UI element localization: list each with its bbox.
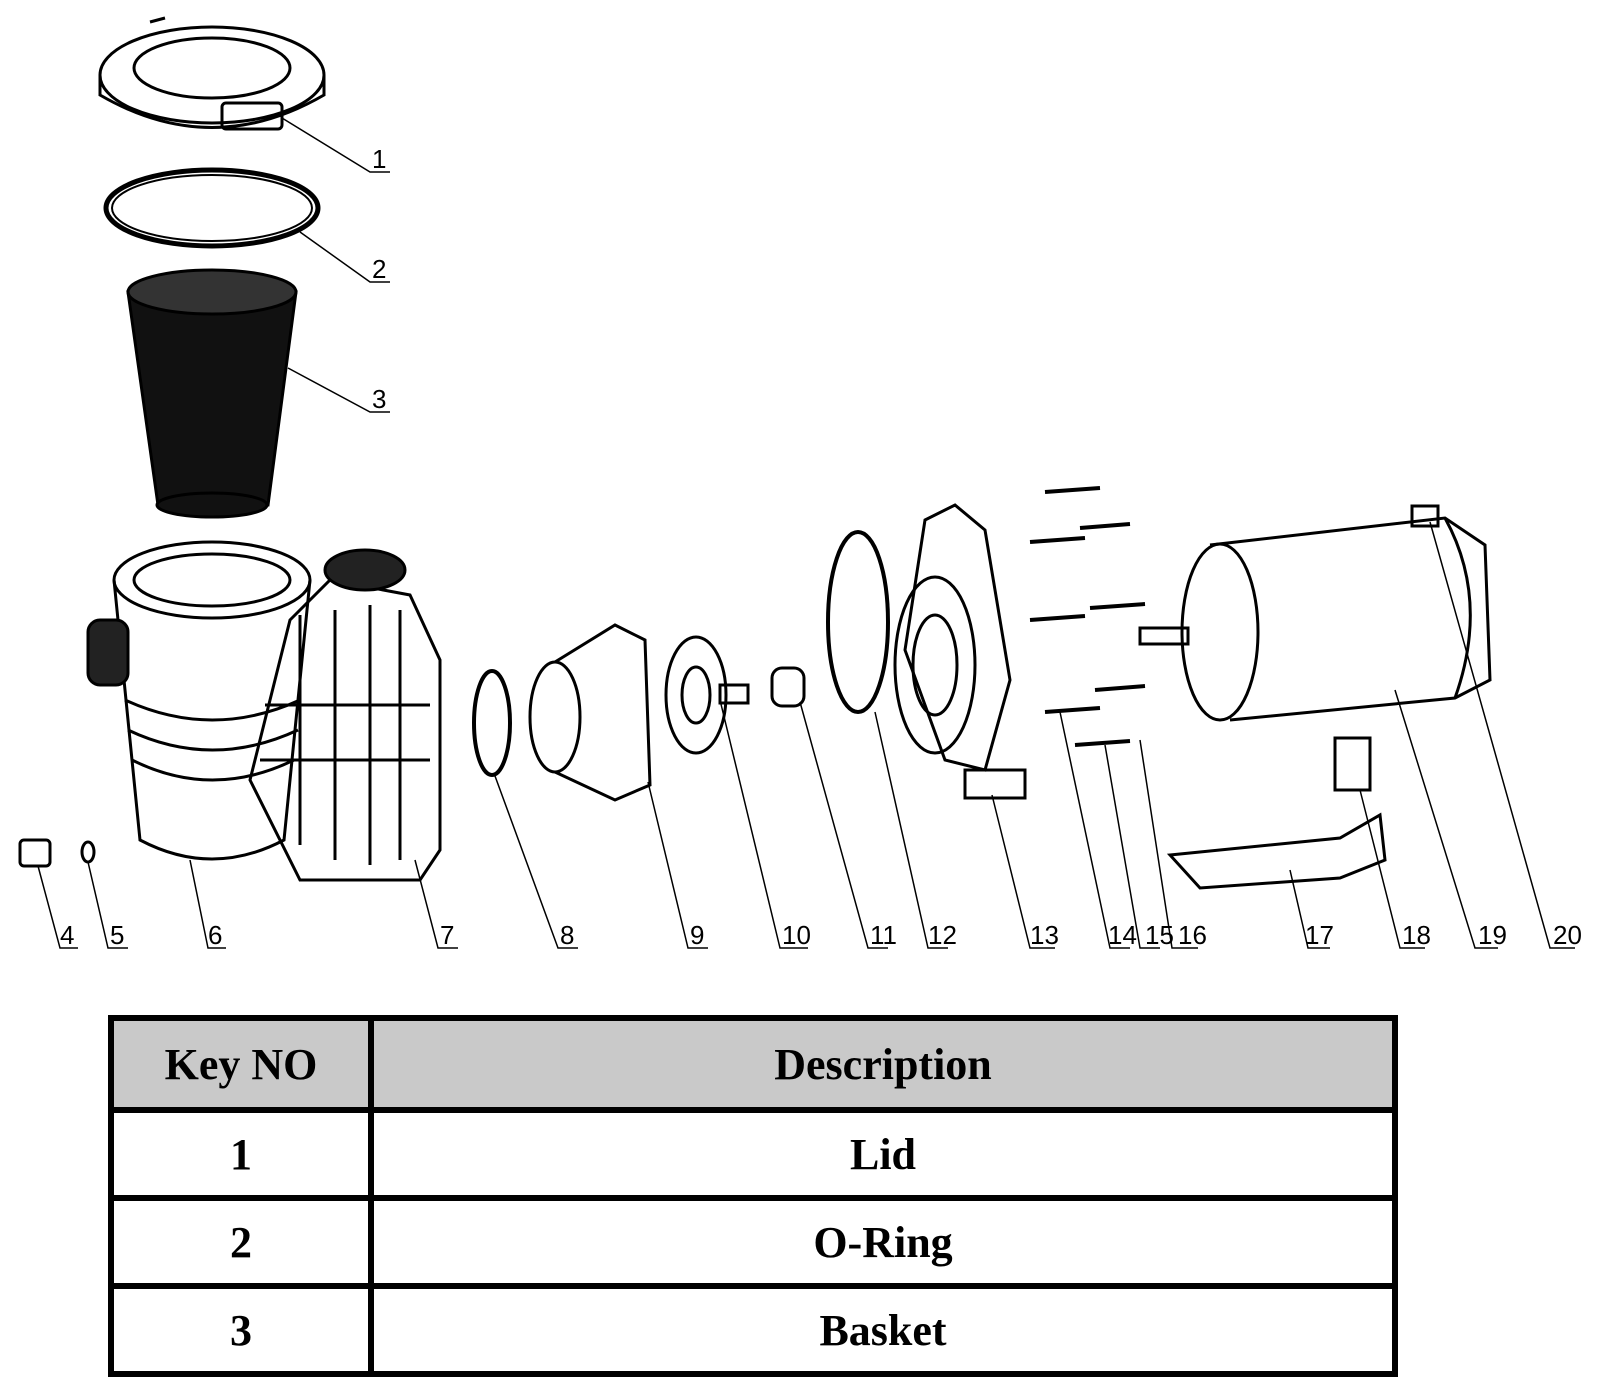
basket-part [126,268,298,519]
callout-number: 11 [870,920,897,950]
callout-number: 6 [208,920,222,950]
callout-number: 4 [60,920,74,950]
motor-part [1138,504,1492,722]
impeller-part [664,635,750,755]
callout-number: 15 [1145,920,1174,950]
strainer-housing-part [86,540,312,861]
callout-number: 12 [928,920,957,950]
callout-number: 3 [372,384,386,414]
callout-number: 16 [1178,920,1207,950]
o-ring-part [103,167,321,249]
table-row: 3 Basket [108,1283,1398,1377]
description-cell: O-Ring [368,1195,1398,1289]
description-cell: Basket [368,1283,1398,1377]
parts-table: Key NO Description 1 Lid 2 O-Ring 3 Bask… [108,1015,1398,1377]
plug-o-ring-part [80,840,96,864]
leader-lines [37,117,1575,949]
seal-plate-part [893,503,1027,800]
mechanical-seal-part [770,666,806,708]
key-no-cell: 2 [108,1195,374,1289]
description-cell: Lid [368,1107,1398,1201]
callout-number: 2 [372,254,386,284]
diffuser-gasket-part [472,669,512,777]
table-row: 1 Lid [108,1107,1398,1201]
callout-number: 7 [440,920,454,950]
callout-number: 5 [110,920,124,950]
callout-number: 17 [1305,920,1334,950]
callout-number: 1 [372,144,386,174]
callout-number: 13 [1030,920,1059,950]
seal-plate-o-ring-part [826,530,890,714]
table-header-row: Key NO Description [108,1015,1398,1113]
callout-number: 14 [1108,920,1137,950]
pump-body-part [248,548,442,882]
bolts-part [1029,486,1146,747]
lid-part [98,16,326,131]
drain-plug-part [18,838,52,868]
key-no-cell: 1 [108,1107,374,1201]
exploded-parts-diagram: 1 2 3 4 5 6 7 8 9 10 11 12 13 14 15 16 1… [18,16,1582,950]
key-no-cell: 3 [108,1283,374,1377]
motor-support-part [1333,736,1372,792]
callout-number: 8 [560,920,574,950]
callout-number: 18 [1402,920,1431,950]
callout-number: 9 [690,920,704,950]
motor-base-part [1166,812,1387,890]
key-no-header: Key NO [108,1015,374,1113]
callout-number: 20 [1553,920,1582,950]
description-header: Description [368,1015,1398,1113]
callout-number: 19 [1478,920,1507,950]
table-row: 2 O-Ring [108,1195,1398,1289]
diffuser-part [528,623,652,802]
callout-number: 10 [782,920,811,950]
